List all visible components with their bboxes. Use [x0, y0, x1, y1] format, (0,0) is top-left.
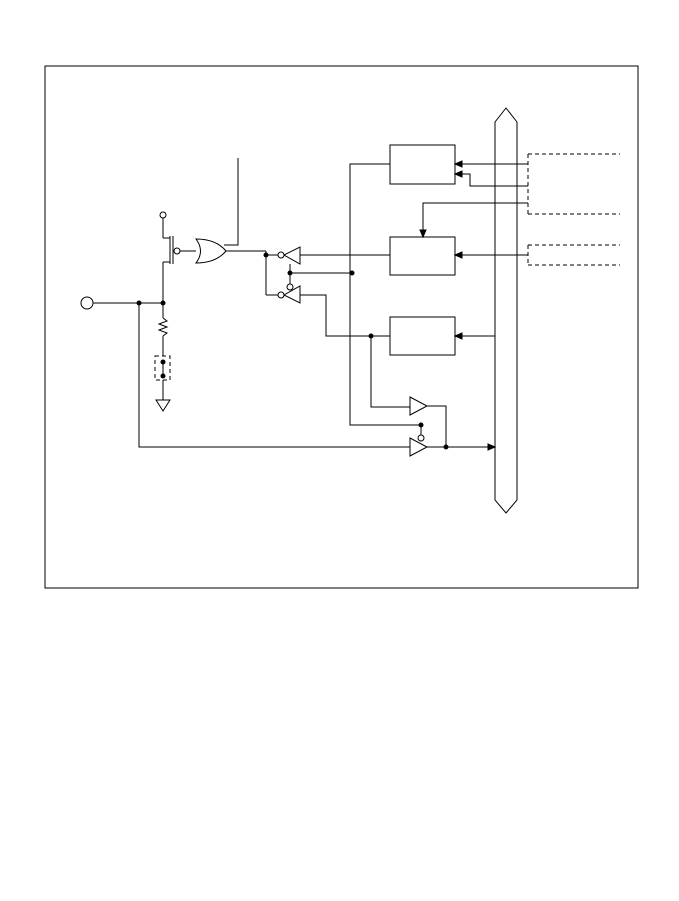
register-block-middle [389, 236, 456, 276]
port-pin [80, 296, 166, 310]
secondary-buffer [266, 280, 301, 304]
external-control-group-upper [527, 153, 620, 215]
bus-to-bottom-register [453, 332, 495, 340]
middle-register-control-line [453, 251, 528, 259]
output-buffer [266, 246, 301, 265]
ground-icon [155, 399, 171, 412]
register-block-bottom [389, 316, 456, 356]
junction-dot [287, 270, 293, 276]
or-gate [195, 158, 267, 264]
figure-frame [44, 65, 639, 589]
junction-dot [418, 422, 424, 428]
pin-input-line [138, 303, 410, 448]
internal-data-bus [494, 107, 518, 514]
buffer-input-line [300, 294, 390, 337]
top-register-control-lines [419, 160, 528, 239]
register-block-top [389, 144, 456, 185]
pull-up-transistor [159, 211, 196, 303]
read-buffer-lower [409, 434, 497, 457]
top-register-output-line [349, 163, 422, 436]
pull-down-resistor [154, 303, 171, 400]
read-buffer-upper [370, 336, 447, 447]
external-control-group-lower [527, 244, 620, 266]
